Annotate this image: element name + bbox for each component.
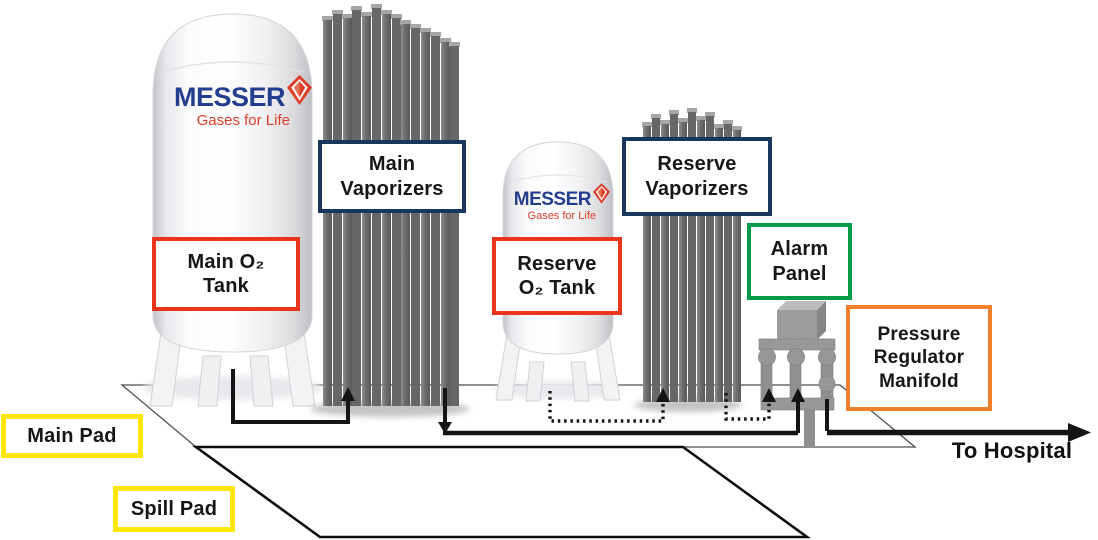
- label-line: Vaporizers: [340, 177, 444, 200]
- label-line: Panel: [772, 262, 827, 285]
- label-line: Main O₂: [187, 250, 265, 273]
- pressure-regulator-manifold-label: Pressure Regulator Manifold: [846, 305, 992, 411]
- label-line: Tank: [203, 275, 249, 297]
- label-line: Reserve: [517, 252, 597, 275]
- brand-name: MESSER: [173, 82, 286, 112]
- pipe-reserve-tank-to-vaporizers-dotted: [548, 388, 670, 423]
- main-o2-tank-label: Main O₂ Tank: [152, 237, 300, 311]
- label-line: Alarm: [770, 238, 829, 261]
- spill-pad-outline: [191, 445, 812, 539]
- to-hospital-label: To Hospital: [951, 438, 1073, 463]
- label-line: Pressure: [877, 324, 961, 346]
- messer-logo-main: MESSER Gases for Life: [166, 75, 312, 129]
- reserve-vaporizers-label: Reserve Vaporizers: [622, 137, 772, 216]
- alarm-panel-label: Alarm Panel: [747, 223, 852, 300]
- messer-diamond-icon: [287, 75, 312, 105]
- label-line: Spill Pad: [130, 497, 218, 520]
- messer-diamond-icon: [593, 183, 610, 204]
- pipe-reserve-vaporizers-to-manifold-dotted: [724, 388, 776, 421]
- pipe-main-vaporizers-to-manifold: [438, 388, 805, 436]
- pipe-manifold-to-hospital: [825, 399, 1091, 442]
- to-hospital-arrowhead: [1068, 423, 1091, 442]
- brand-tagline: Gases for Life: [527, 210, 596, 222]
- brand-name: MESSER: [513, 189, 592, 210]
- label-line: Reserve: [657, 153, 737, 176]
- reserve-o2-tank-label: Reserve O₂ Tank: [492, 237, 622, 315]
- label-line: Regulator: [873, 347, 965, 369]
- alarm-panel-device-graphic: [777, 301, 826, 340]
- main-o2-tank-graphic: [143, 13, 323, 407]
- spill-pad-label: Spill Pad: [113, 486, 235, 532]
- brand-tagline: Gases for Life: [196, 112, 290, 129]
- label-line: Manifold: [879, 370, 959, 392]
- label-line: O₂ Tank: [518, 277, 596, 299]
- main-vaporizers-label: Main Vaporizers: [318, 140, 466, 213]
- label-line: Vaporizers: [645, 177, 749, 200]
- label-line: Main: [368, 153, 416, 176]
- messer-logo-reserve: MESSER Gases for Life: [506, 183, 610, 222]
- main-pad-label: Main Pad: [1, 414, 143, 458]
- label-line: Main Pad: [27, 424, 117, 447]
- pipe-main-tank-to-vaporizers: [231, 369, 355, 424]
